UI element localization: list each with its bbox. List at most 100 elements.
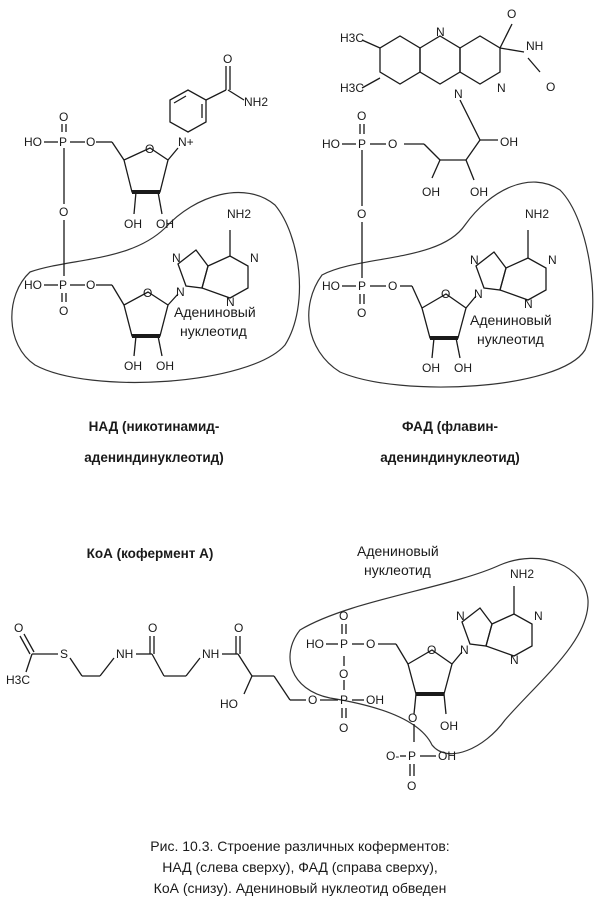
coa-oh-lower-p: OH — [366, 693, 384, 707]
coa-acetyl-h3c: H3C — [6, 673, 30, 687]
coa-ribose-o: O — [427, 643, 436, 657]
coa-ho-upper: HO — [306, 637, 324, 651]
nad-oh-lower-right: OH — [156, 359, 174, 373]
fad-h3c-upper: H3C — [340, 31, 364, 45]
nad-nucleotide-label-line1: Адениновый — [174, 304, 256, 320]
nad-ho-lower: HO — [24, 278, 42, 292]
coa-oh-3prime-p: OH — [438, 749, 456, 763]
fad-n5: N — [436, 25, 445, 39]
fad-ribose-o: O — [441, 287, 450, 301]
nad-oh-upper-right: OH — [156, 217, 174, 231]
coa-s: S — [60, 647, 68, 661]
fad-adenine-n7: N — [470, 253, 479, 267]
fad-adenine-nucleotide-outline — [308, 181, 594, 388]
nad-adenine-n3: N — [226, 295, 235, 309]
fad-adenine-n9: N — [474, 287, 483, 301]
fad-o-right: O — [546, 80, 555, 94]
fad-oh-ribose-left: OH — [422, 361, 440, 375]
coa-oh-pantoate: HO — [220, 697, 238, 711]
nad-adenine-nh2: NH2 — [227, 207, 251, 221]
nad-o-upper-ester: O — [86, 135, 95, 149]
nad-ho-upper: HO — [24, 135, 42, 149]
nad-nucleotide-label-line2: нуклеотид — [180, 323, 247, 339]
fad-n10: N — [454, 87, 463, 101]
fad-p-lower: P — [358, 279, 366, 293]
fad-adenine-nh2: NH2 — [525, 207, 549, 221]
coa-acetyl-o: O — [14, 621, 23, 635]
nad-caption-line1: НАД (никотинамид- — [89, 419, 220, 434]
coa-adenine-n9: N — [460, 643, 469, 657]
nad-adenine-nucleotide-outline — [11, 191, 301, 384]
nad-oh-upper-left: OH — [124, 217, 142, 231]
coa-nucleotide-label-line1: Адениновый — [357, 543, 439, 559]
coa-o-3prime: O — [408, 711, 417, 725]
nad-o-upper-top: O — [59, 110, 68, 124]
nad-caption-line2: адениндинуклеотид) — [84, 450, 223, 465]
figure-caption-prefix: Рис. 10.3. — [150, 838, 214, 854]
coa-oh-ribose: OH — [440, 719, 458, 733]
coa-p-lower: P — [340, 693, 348, 707]
fad-adenine-n1: N — [548, 253, 557, 267]
nad-amide-nh2: NH2 — [244, 95, 268, 109]
figure-caption-line1: Рис. 10.3. Строение различных коферменто… — [0, 836, 600, 857]
fad-h3c-lower: H3C — [340, 81, 364, 95]
fad-nucleotide-label-line2: нуклеотид — [477, 331, 544, 347]
figure-caption-line3: КоА (снизу). Адениновый нуклеотид обведе… — [153, 880, 447, 896]
nad-o-lower-bottom: O — [59, 304, 68, 318]
fad-oh-chain-2: OH — [470, 185, 488, 199]
coa-structure: Адениновый нуклеотид O H3C S NH O NH O H… — [6, 543, 589, 793]
fad-oh-chain-3: OH — [422, 185, 440, 199]
nad-adenine-n7: N — [172, 251, 181, 265]
nad-n-plus: N+ — [178, 135, 194, 149]
nad-p-upper: P — [59, 135, 67, 149]
coa-p-upper: P — [340, 637, 348, 651]
fad-nucleotide-label-line1: Адениновый — [470, 312, 552, 328]
nad-amide-o: O — [223, 52, 232, 66]
coa-p-3prime: P — [408, 749, 416, 763]
fad-oh-chain-1: OH — [500, 135, 518, 149]
coa-o-bridge: O — [339, 667, 348, 681]
coa-amide-o-2: O — [234, 621, 243, 635]
coa-o-lower-bottom: O — [339, 721, 348, 735]
nad-ribose-lower-o: O — [143, 286, 152, 300]
coa-o-upper-ester: O — [366, 637, 375, 651]
coa-adenine-nucleotide-outline — [289, 557, 589, 755]
fad-n1: N — [497, 81, 506, 95]
fad-nh: NH — [526, 39, 543, 53]
coa-nh-1: NH — [116, 647, 133, 661]
nad-o-bridge: O — [59, 205, 68, 219]
fad-ho-upper: HO — [322, 137, 340, 151]
nad-oh-lower-left: OH — [124, 359, 142, 373]
coa-amide-o-1: O — [148, 621, 157, 635]
fad-p-upper: P — [358, 137, 366, 151]
fad-o-bridge: O — [357, 207, 366, 221]
coa-adenine-n1: N — [534, 609, 543, 623]
fad-o-lower-bottom: O — [357, 306, 366, 320]
coa-nucleotide-label-line2: нуклеотид — [364, 562, 431, 578]
fad-structure: H3C H3C N N O NH O N OH OH OH HO P O — [308, 7, 594, 388]
coa-o-ester-chain: O — [308, 693, 317, 707]
fad-o-lower-ester: O — [388, 279, 397, 293]
figure-caption: Рис. 10.3. Строение различных коферменто… — [0, 836, 600, 899]
fad-caption-line2: адениндинуклеотид) — [380, 450, 519, 465]
coa-adenine-n7: N — [456, 609, 465, 623]
fad-o-upper-top: O — [357, 109, 366, 123]
fad-adenine-n3: N — [524, 297, 533, 311]
coa-adenine-n3: N — [510, 653, 519, 667]
coa-adenine-nh2: NH2 — [510, 567, 534, 581]
nad-adenine-n9: N — [176, 285, 185, 299]
figure-caption-line2: НАД (слева сверху), ФАД (справа сверху), — [162, 859, 438, 875]
nad-ribose-upper-o: O — [145, 142, 154, 156]
figure-caption-text1: Строение различных коферментов: — [213, 838, 450, 854]
nad-p-lower: P — [59, 278, 67, 292]
coa-o-upper-top: O — [339, 609, 348, 623]
nad-adenine-n1: N — [250, 251, 259, 265]
nad-o-lower-ester: O — [86, 278, 95, 292]
fad-ho-lower: HO — [322, 279, 340, 293]
fad-o-top: O — [507, 7, 516, 21]
fad-oh-ribose-right: OH — [454, 361, 472, 375]
coa-o-minus: O- — [386, 749, 399, 763]
coa-o-3prime-bottom: O — [407, 779, 416, 793]
fad-caption-line1: ФАД (флавин- — [402, 419, 498, 434]
